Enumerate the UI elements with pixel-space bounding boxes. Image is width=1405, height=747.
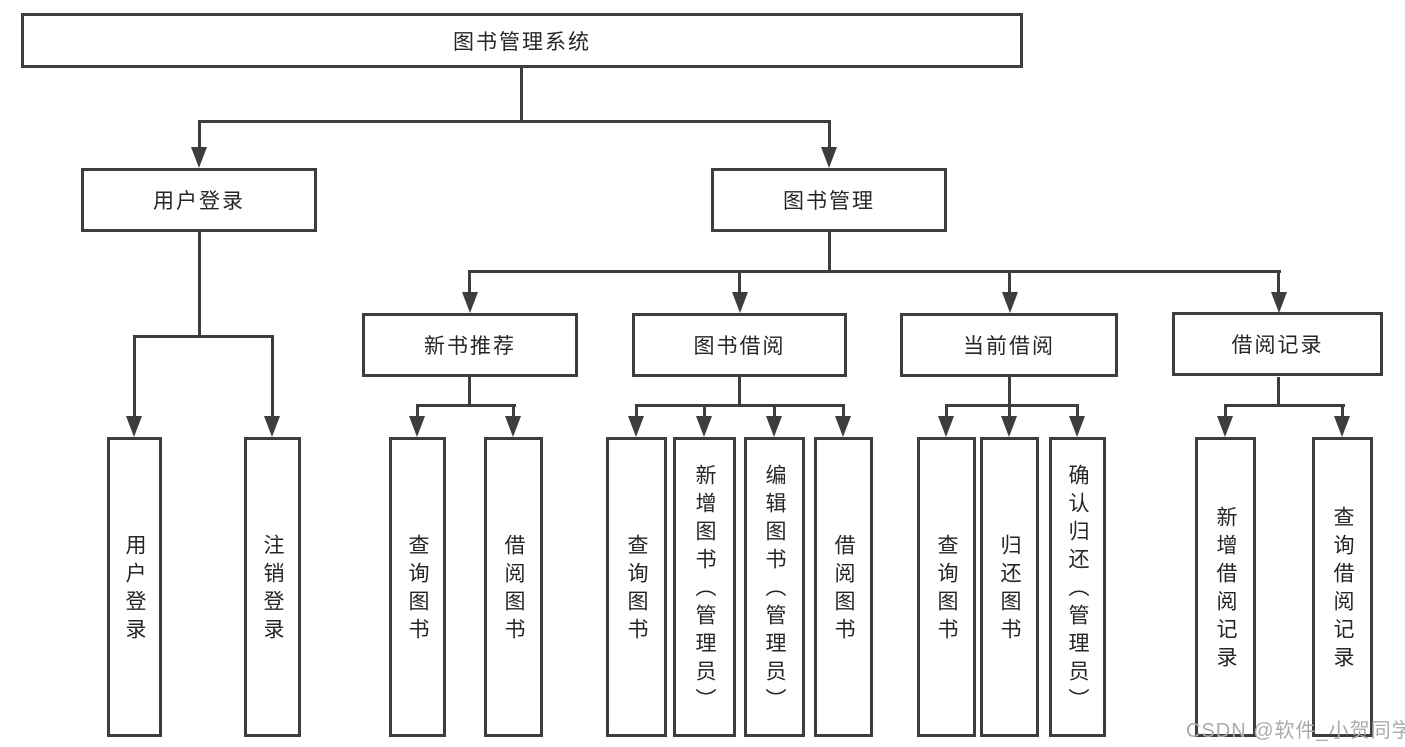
connector-line xyxy=(1224,404,1227,419)
connector-line xyxy=(416,404,516,407)
connector-line xyxy=(828,120,831,150)
connector-line xyxy=(198,120,831,123)
connector-line xyxy=(468,270,1281,273)
root-node-library-system: 图书管理系统 xyxy=(21,13,1023,68)
arrow-down-icon xyxy=(1069,416,1085,437)
connector-line xyxy=(703,404,706,419)
connector-line xyxy=(198,120,201,150)
group-node-borrowing-records: 借阅记录 xyxy=(1172,312,1383,376)
leaf-node-user-login: 用户登录 xyxy=(107,437,162,737)
watermark: CSDN @软件_小贺同学 xyxy=(1186,720,1405,742)
group-node-current-borrowing: 当前借阅 xyxy=(900,313,1118,377)
leaf-node-add-borrow-record: 新增借阅记录 xyxy=(1195,437,1256,737)
group-node-book-borrowing: 图书借阅 xyxy=(632,313,847,377)
connector-line xyxy=(468,270,471,295)
connector-line xyxy=(828,232,831,272)
leaf-node-edit-books-admin: 编辑图书（管理员） xyxy=(744,437,805,737)
arrow-down-icon xyxy=(264,416,280,437)
arrow-down-icon xyxy=(835,416,851,437)
connector-line xyxy=(416,404,419,419)
leaf-node-borrow-books: 借阅图书 xyxy=(814,437,873,737)
arrow-down-icon xyxy=(191,147,207,168)
connector-line xyxy=(635,404,638,419)
connector-line xyxy=(271,335,274,418)
arrow-down-icon xyxy=(1217,416,1233,437)
arrow-down-icon xyxy=(1334,416,1350,437)
arrow-down-icon xyxy=(126,416,142,437)
connector-line xyxy=(1277,270,1280,295)
arrow-down-icon xyxy=(409,416,425,437)
leaf-node-query-books-recommend: 查询图书 xyxy=(389,437,446,737)
connector-line xyxy=(635,404,845,407)
branch-node-user-login: 用户登录 xyxy=(81,168,317,232)
leaf-node-confirm-return-admin: 确认归还（管理员） xyxy=(1049,437,1106,737)
arrow-down-icon xyxy=(1271,292,1287,313)
leaf-node-borrow-books-recommend: 借阅图书 xyxy=(484,437,543,737)
leaf-node-return-books: 归还图书 xyxy=(980,437,1039,737)
connector-line xyxy=(842,404,845,419)
arrow-down-icon xyxy=(732,292,748,313)
leaf-node-query-borrow-record: 查询借阅记录 xyxy=(1312,437,1373,737)
connector-line xyxy=(945,404,1079,407)
connector-line xyxy=(512,404,515,419)
connector-line xyxy=(1341,404,1344,419)
connector-line xyxy=(1008,270,1011,295)
connector-line xyxy=(945,404,948,419)
connector-line xyxy=(468,377,471,406)
connector-line xyxy=(1008,377,1011,406)
leaf-node-add-books-admin: 新增图书（管理员） xyxy=(673,437,736,737)
arrow-down-icon xyxy=(938,416,954,437)
arrow-down-icon xyxy=(1001,416,1017,437)
leaf-node-query-books-borrowing: 查询图书 xyxy=(606,437,667,737)
connector-line xyxy=(133,335,274,338)
connector-line xyxy=(520,68,523,122)
connector-line xyxy=(133,335,136,418)
arrow-down-icon xyxy=(628,416,644,437)
connector-line xyxy=(1224,404,1345,407)
arrow-down-icon xyxy=(696,416,712,437)
connector-line xyxy=(738,377,741,406)
arrow-down-icon xyxy=(821,147,837,168)
arrow-down-icon xyxy=(1002,292,1018,313)
connector-line xyxy=(773,404,776,419)
group-node-new-book-recommendation: 新书推荐 xyxy=(362,313,578,377)
arrow-down-icon xyxy=(505,416,521,437)
connector-line xyxy=(1008,404,1011,419)
connector-line xyxy=(738,270,741,295)
leaf-node-logout: 注销登录 xyxy=(244,437,301,737)
arrow-down-icon xyxy=(462,292,478,313)
leaf-node-query-books-current: 查询图书 xyxy=(917,437,976,737)
arrow-down-icon xyxy=(766,416,782,437)
connector-line xyxy=(1076,404,1079,419)
connector-line xyxy=(198,232,201,337)
branch-node-book-management: 图书管理 xyxy=(711,168,947,232)
connector-line xyxy=(1277,377,1280,406)
